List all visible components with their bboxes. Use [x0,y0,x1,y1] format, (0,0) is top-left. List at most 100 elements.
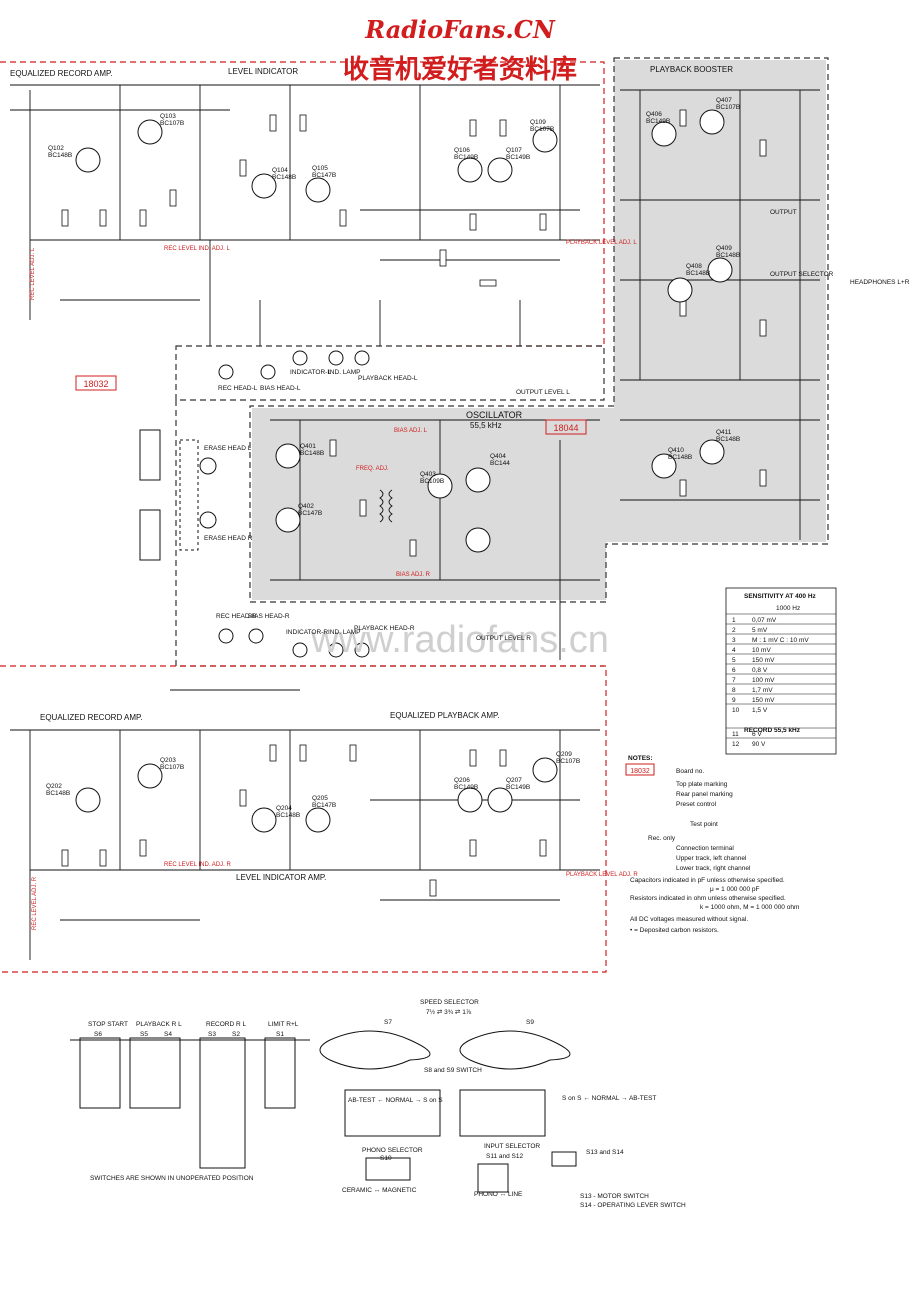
sensitivity-row-number: 8 [732,687,736,694]
notes-rear-panel: Rear panel marking [676,791,733,798]
transistor-type: BC148B [46,790,70,797]
transistor-labels: Q102BC148BQ103BC107BQ104BC148BQ105BC147B… [46,97,740,819]
switch-s7: S7 [384,1019,392,1026]
transistor-q207 [487,787,513,813]
transistor-ref: Q103 [160,113,176,120]
transistor-q107 [487,157,513,183]
transistor-q202 [75,787,101,813]
record-header: RECORD 55,5 kHz [744,727,801,734]
transistor-ref: Q207 [506,777,522,784]
sensitivity-row-number: 10 [732,707,740,714]
transistor-ref: Q408 [686,263,702,270]
label-oscillator-freq: 55,5 kHz [470,421,502,430]
transistor-ref: Q404 [490,453,506,460]
transistor-q204 [251,807,277,833]
switch-s4: S4 [164,1031,172,1038]
transistor-type: BC107B [160,764,184,771]
switch-speed: SPEED SELECTOR [420,999,479,1006]
switch-motor: S13 - MOTOR SWITCH [580,1193,649,1200]
sensitivity-row-value: 0,07 mV [752,617,777,624]
transistor-type: BC147B [298,510,322,517]
label-eq-record-bottom: EQUALIZED RECORD AMP. [40,713,143,722]
board-outline-bottom [0,665,607,973]
notes-dc: All DC voltages measured without signal. [630,916,748,923]
board-outline-mid-left [175,345,605,401]
transistor-type: BC147B [312,172,336,179]
notes-dep: • = Deposited carbon resistors. [630,927,719,934]
sensitivity-row-value: 1,7 mV [752,687,773,694]
sensitivity-row-value: M : 1 mV C : 10 mV [752,637,809,644]
transistor-q106 [457,157,483,183]
label-rec-head-l: REC HEAD-L [218,385,258,392]
transistor-q406 [651,121,677,147]
transistor-type: BC144 [490,460,510,467]
transistor-q206 [457,787,483,813]
transistor-q102 [75,147,101,173]
transistor-ref: Q109 [530,119,546,126]
transistor-type: BC148B [716,252,740,259]
sensitivity-row-number: 11 [732,731,739,738]
notes-board: Board no. [676,768,704,775]
sensitivity-row-number: 2 [732,627,736,634]
label-playback-level-adj-r: PLAYBACK LEVEL ADJ. R [566,872,638,878]
watermark-center: www.radiofans.cn [310,619,609,661]
sensitivity-row-value: 1,5 V [752,707,768,714]
transistor-q401 [275,443,301,469]
sensitivity-row-number: 6 [732,667,736,674]
label-bias-head-l: BIAS HEAD-L [260,385,301,392]
transistor-q407 [699,109,725,135]
label-eq-record-top: EQUALIZED RECORD AMP. [10,69,113,78]
transistor-q103 [137,119,163,145]
transistor-ref: Q104 [272,167,288,174]
notes-test-point: Test point [690,821,718,828]
transistor-ref: Q409 [716,245,732,252]
board-outline-top [0,61,605,347]
transistor-ref: Q204 [276,805,292,812]
switch-ab-test: AB-TEST ← NORMAL → S on S [348,1097,443,1104]
label-playback-head-r: PLAYBACK HEAD-R [354,625,415,632]
switch-caption: SWITCHES ARE SHOWN IN UNOPERATED POSITIO… [90,1175,254,1182]
label-output-selector: OUTPUT SELECTOR [770,271,834,278]
transistor-ref: Q402 [298,503,314,510]
label-ind-lamp-l: IND. LAMP [328,369,361,376]
transistors [75,109,733,833]
label-rec-head-r: REC HEAD-R [216,613,257,620]
transistor-ref: Q202 [46,783,62,790]
transistor-q209 [532,757,558,783]
transistor-type: BC148B [272,174,296,181]
notes-lower: Lower track, right channel [676,865,751,872]
switch-ceramic: CERAMIC ↔ MAGNETIC [342,1187,417,1194]
sensitivity-row-value: 0,8 V [752,667,768,674]
transistor-q409 [707,257,733,283]
transistor-ref: Q102 [48,145,64,152]
label-erase-head-r: ERASE HEAD R [204,535,253,542]
switch-s2: S2 [232,1031,240,1038]
board-number-18044: 18044 [553,423,578,433]
transistor-ref: Q106 [454,147,470,154]
switch-s1: S1 [276,1031,284,1038]
label-bias-adj-r: BIAS ADJ. R [396,572,431,578]
label-oscillator: OSCILLATOR [466,410,523,420]
switch-s11-12: S11 and S12 [486,1153,523,1160]
transistor-type: BC148B [300,450,324,457]
label-bias-adj-l: BIAS ADJ. L [394,428,428,434]
switch-s13-14: S13 and S14 [586,1149,624,1156]
label-playback-booster: PLAYBACK BOOSTER [650,65,733,74]
switch-stop-start: STOP START [88,1021,128,1028]
label-rec-level-ind-adj-l: REC LEVEL IND. ADJ. L [164,246,230,252]
transistor-q203 [137,763,163,789]
label-level-indicator-bottom: LEVEL INDICATOR AMP. [236,873,326,882]
notes-res: Resistors indicated in ohm unless otherw… [630,895,786,902]
notes-res2: k = 1000 ohm, M = 1 000 000 ohm [700,904,799,911]
sensitivity-row-value: 100 mV [752,677,775,684]
sensitivity-row-value: 150 mV [752,657,775,664]
label-bias-head-r: BIAS HEAD-R [248,613,290,620]
switch-phono-line: PHONO ↔ LINE [474,1191,523,1198]
label-playback-head-l: PLAYBACK HEAD-L [358,375,418,382]
transistor-type: BC148B [48,152,72,159]
notes-rec-only: Rec. only [648,835,676,842]
sensitivity-row-value: 6 V [752,731,762,738]
label-rec-level-adj-r: REC LEVEL ADJ. R [32,876,38,930]
